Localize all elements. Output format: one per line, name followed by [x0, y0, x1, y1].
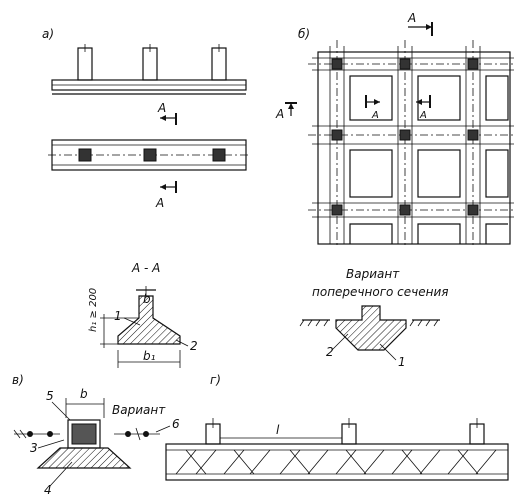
section-letter-a1: А	[157, 101, 166, 115]
detail-callout-3: 3	[30, 441, 38, 455]
dim-b: b	[143, 292, 151, 306]
variant-title-2: поперечного сечения	[312, 285, 448, 299]
section-letter-b-left: А	[275, 107, 284, 121]
detail-footing	[36, 447, 132, 469]
detail-callout-6: 6	[172, 417, 180, 431]
detail-dim-b: b	[80, 387, 88, 401]
figure-g: г) l	[165, 373, 509, 481]
section-letter-b-inner1: А	[371, 110, 379, 121]
section-mark-b-top: А	[407, 11, 433, 36]
column-2	[142, 47, 158, 81]
variant-section: Вариант поперечного сечения 2 1	[299, 267, 448, 369]
column-3	[211, 47, 227, 81]
grid-beams	[308, 40, 514, 248]
variant-callout-1: 1	[398, 355, 406, 369]
figure-b: б) А А	[275, 11, 514, 248]
detail-variant-label: Вариант	[112, 403, 166, 417]
grid-cells	[349, 75, 509, 244]
section-a-a: А - А b b₁ h₁ ≥ 200 1 2	[88, 261, 198, 368]
dim-h1: h₁ ≥ 200	[88, 288, 99, 332]
section-mark-b-inner: А А	[365, 95, 431, 121]
column-1	[77, 47, 93, 81]
figure-a: а) А	[42, 27, 250, 210]
section-letter-a2: А	[155, 196, 164, 210]
section-letter-b-top: А	[407, 11, 416, 25]
figure-v: в) b 5 3 4 Вариант 6	[12, 373, 180, 497]
plan-column-3	[212, 148, 226, 162]
section-mark-a2: А	[155, 181, 177, 210]
section-title: А - А	[131, 261, 160, 275]
section-profile	[117, 295, 181, 345]
detail-callout-4: 4	[44, 483, 52, 497]
variant-title-1: Вариант	[346, 267, 400, 281]
section-mark-b-left: А	[275, 102, 297, 121]
label-v: в)	[12, 373, 24, 387]
callout-1: 1	[114, 309, 122, 323]
section-letter-b-inner2: А	[419, 110, 427, 121]
label-g: г)	[210, 373, 221, 387]
plan-a	[48, 139, 250, 171]
detail-callout-5: 5	[46, 389, 54, 403]
grid-columns	[331, 58, 479, 216]
beam-body	[165, 443, 509, 481]
dim-b1: b₁	[143, 349, 156, 363]
plan-column-2	[143, 148, 157, 162]
span-l: l	[276, 423, 280, 437]
callout-2: 2	[190, 339, 198, 353]
variant-profile	[335, 305, 407, 351]
plan-column-1	[78, 148, 92, 162]
section-mark-a1: А	[157, 101, 177, 125]
variant-callout-2: 2	[326, 345, 334, 359]
label-a: а)	[42, 27, 54, 41]
label-b: б)	[298, 27, 310, 41]
elevation-a	[51, 44, 247, 95]
